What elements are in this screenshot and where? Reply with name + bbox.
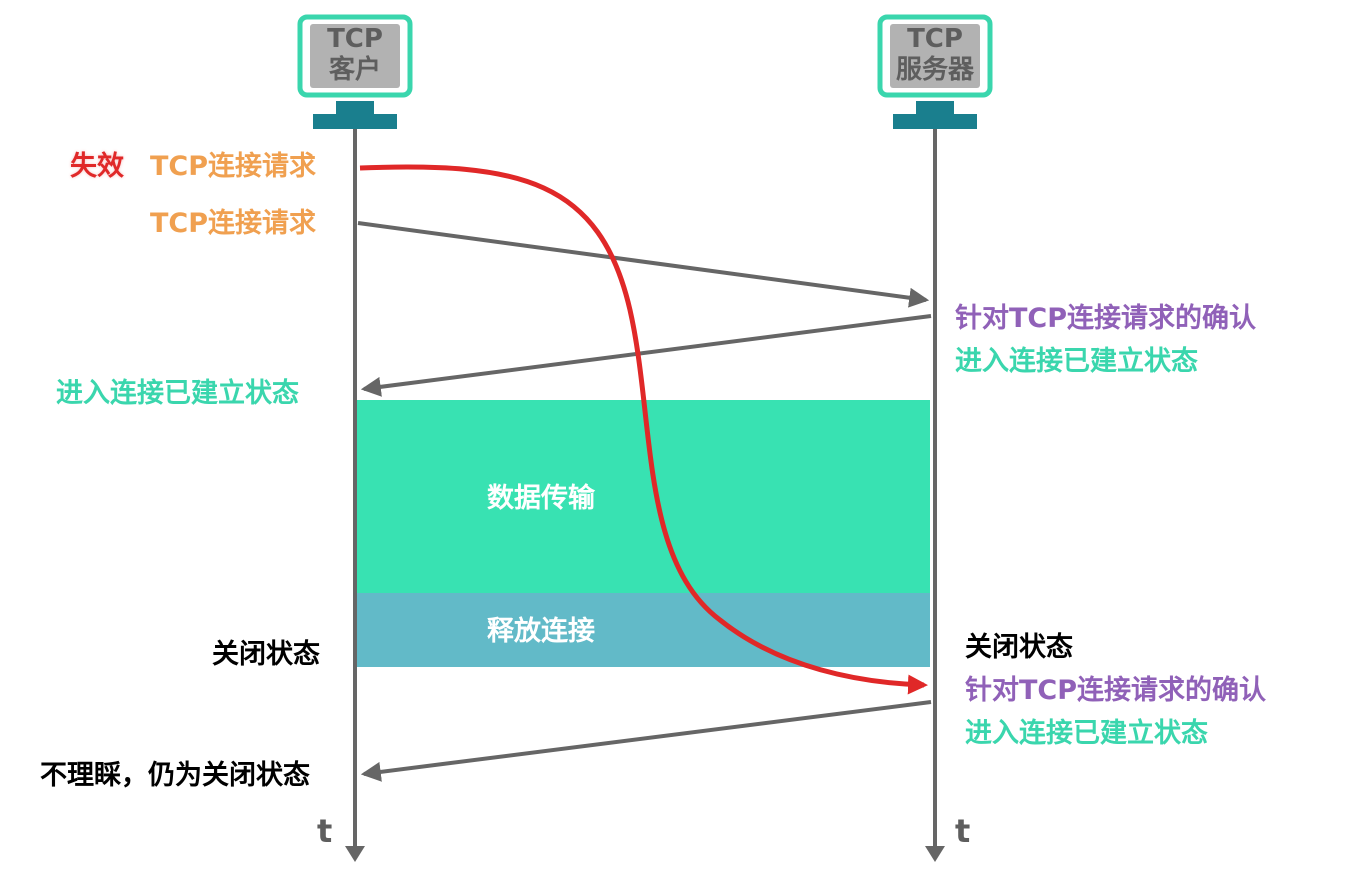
ack-arrow-2 <box>360 700 932 782</box>
server-host-line2: 服务器 <box>895 55 974 85</box>
client-time-label: t <box>317 812 333 850</box>
client-established-label: 进入连接已建立状态 <box>56 378 299 409</box>
invalid-prefix-label: 失效 <box>70 151 124 182</box>
client-timeline-arrowhead <box>345 846 365 862</box>
client-ignore-label: 不理睬，仍为关闭状态 <box>40 760 310 791</box>
server-ack-label-2: 针对TCP连接请求的确认 <box>965 675 1267 706</box>
server-established-label-2: 进入连接已建立状态 <box>965 718 1208 749</box>
release-label: 释放连接 <box>487 616 595 647</box>
data-transfer-band <box>356 400 930 593</box>
delayed-request-curve <box>359 164 928 695</box>
server-timeline-arrowhead <box>925 846 945 862</box>
data-transfer-label: 数据传输 <box>487 483 595 514</box>
server-host-line1: TCP <box>907 24 963 54</box>
request-label: TCP连接请求 <box>150 208 317 239</box>
server-established-label-1: 进入连接已建立状态 <box>955 346 1198 377</box>
ack-arrow-1 <box>360 314 932 397</box>
server-time-label: t <box>955 812 971 850</box>
server-closed-label: 关闭状态 <box>965 632 1073 663</box>
client-host-line1: TCP <box>327 24 383 54</box>
client-host-line2: 客户 <box>328 55 381 85</box>
client-host-icon <box>297 14 413 129</box>
server-host-icon <box>877 14 993 129</box>
release-band <box>356 593 930 667</box>
client-closed-label: 关闭状态 <box>212 639 320 670</box>
server-ack-label-1: 针对TCP连接请求的确认 <box>955 303 1257 334</box>
invalid-request-label: TCP连接请求 <box>150 151 317 182</box>
request-arrow <box>357 221 930 308</box>
